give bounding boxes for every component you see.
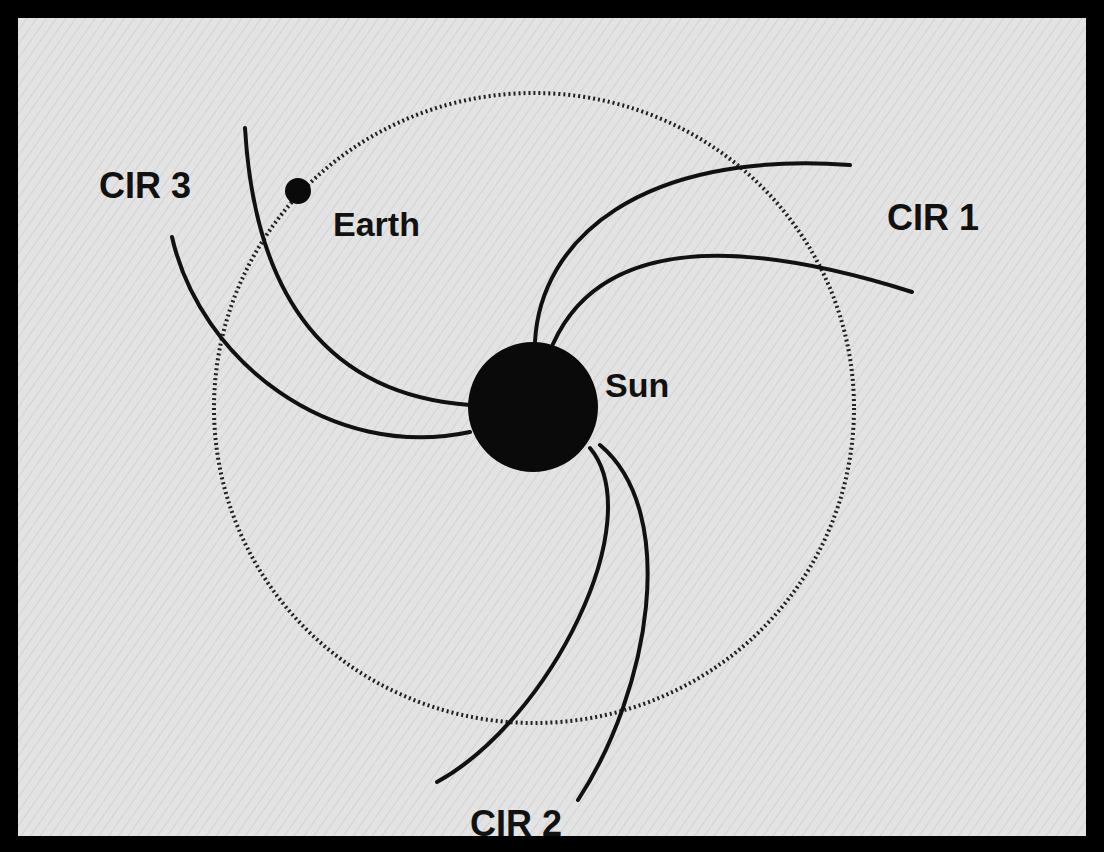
body-label: Earth (333, 207, 420, 241)
cir-label: CIR 3 (99, 168, 191, 204)
cir-label: CIR 1 (887, 200, 979, 236)
sun-disc (468, 342, 598, 472)
body-label: Sun (605, 368, 669, 402)
earth-dot: Earth (285, 178, 311, 204)
cir-arm (172, 237, 470, 437)
cir-arm (535, 163, 850, 342)
earth-dot (285, 178, 311, 204)
cir-label: CIR 2 (470, 806, 562, 842)
cir-arm (245, 128, 470, 405)
earth-orbit (214, 93, 854, 723)
cir-arm (553, 256, 912, 344)
cir-arm (578, 445, 648, 800)
cir-arm (437, 448, 608, 782)
node-outline (285, 178, 311, 204)
node-outline (468, 342, 598, 472)
paper-ground (18, 18, 1086, 836)
sun-disc: Sun (468, 342, 598, 472)
